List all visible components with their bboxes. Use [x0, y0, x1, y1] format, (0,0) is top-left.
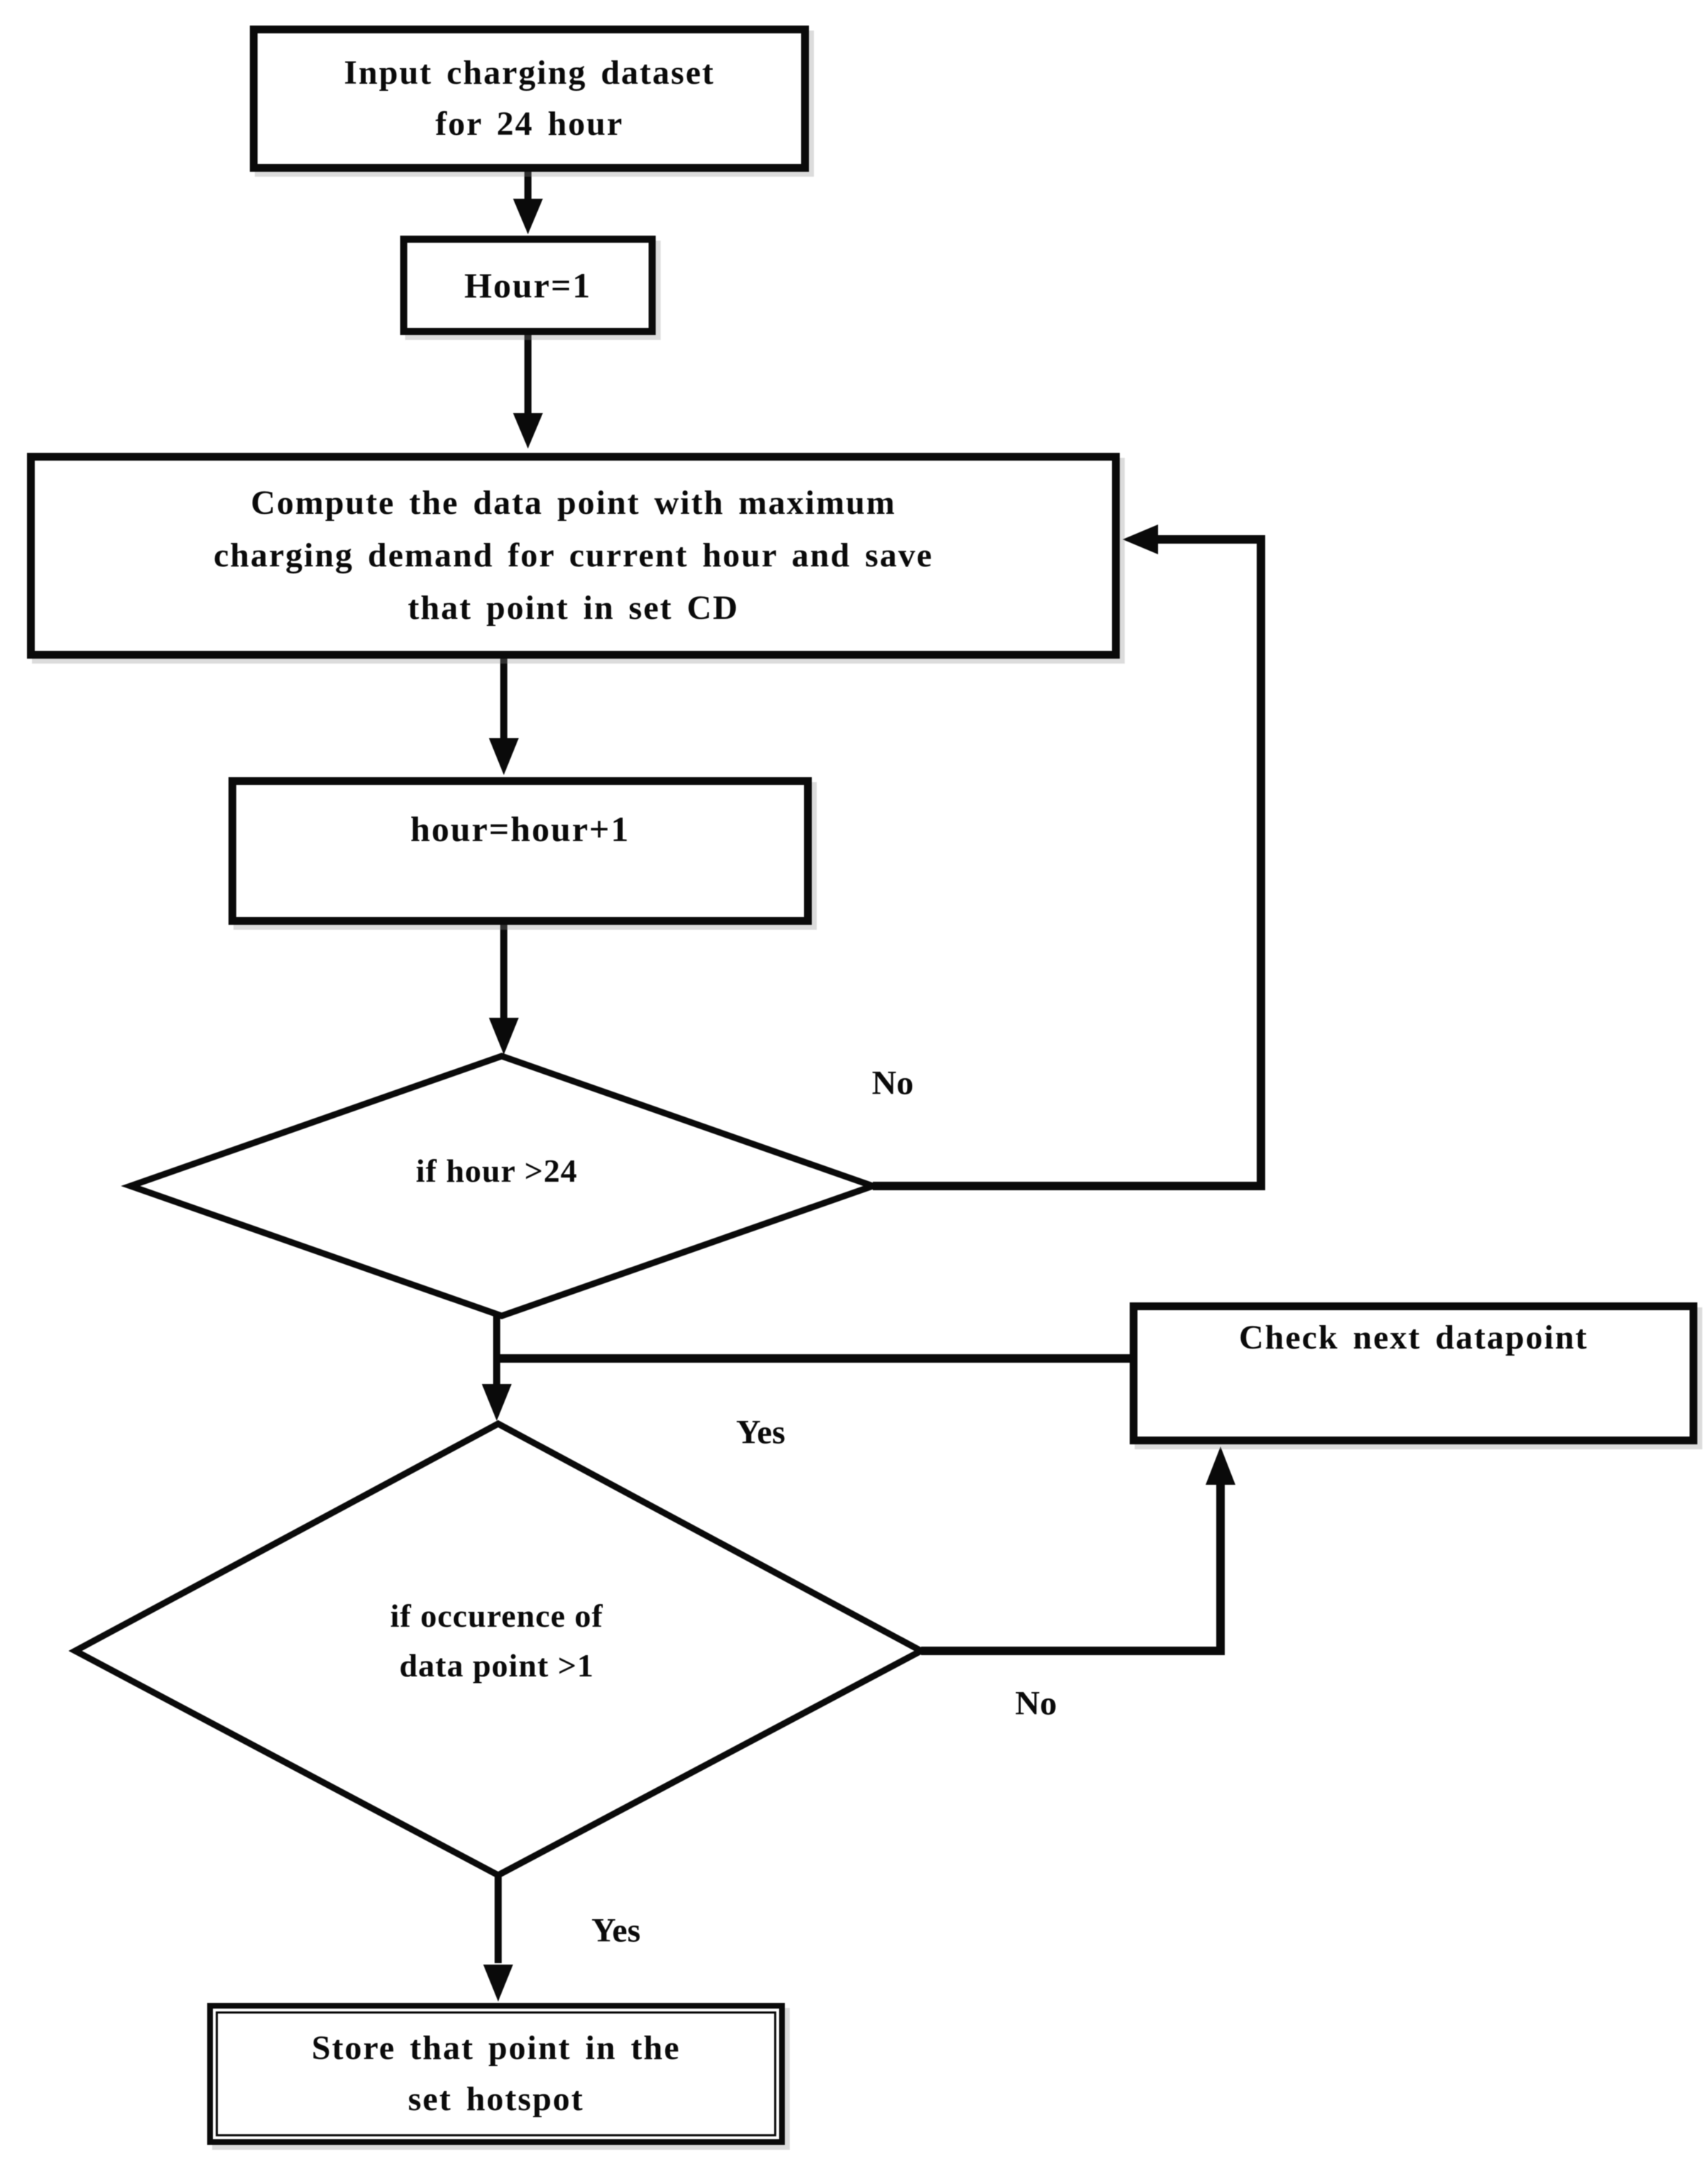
decision-text-line: data point >1 [399, 1647, 595, 1684]
arrowhead-into-increment [489, 738, 519, 775]
node-store-hotspot: Store that point in the set hotspot [207, 2003, 785, 2145]
decision-hour-shape [121, 1053, 883, 1319]
edge-no-loopback-to-compute [873, 535, 1265, 1190]
arrowhead-into-checknext [1206, 1446, 1235, 1485]
node-compute-max: Compute the data point with maximum char… [27, 453, 1120, 659]
node-text-line: set hotspot [407, 2080, 584, 2118]
decision-occurrence-shape [68, 1420, 928, 1879]
node-input-dataset: Input charging dataset for 24 hour [250, 26, 809, 172]
decision-occurrence-label: if occurence of data point >1 [390, 1591, 603, 1691]
node-text-line: Hour=1 [464, 265, 592, 305]
arrowhead-into-compute [513, 413, 543, 449]
edge-label-no-hour: No [871, 1064, 914, 1102]
node-text-line: for 24 hour [435, 105, 624, 143]
decision-text-line: if hour >24 [415, 1153, 578, 1189]
edge-label-no-occurrence: No [1015, 1684, 1057, 1723]
edge-no-to-checknext [921, 1483, 1225, 1655]
node-text-line: Check next datapoint [1238, 1319, 1589, 1356]
arrowhead-into-hourinit [513, 199, 543, 234]
arrowhead-into-compute-right [1123, 525, 1158, 554]
arrowhead-into-decisionhour [489, 1018, 519, 1055]
edge-label-yes-occurrence: Yes [591, 1911, 641, 1950]
node-check-next-datapoint: Check next datapoint [1130, 1302, 1697, 1444]
node-text-line: that point in set CD [407, 589, 739, 627]
decision-text-line: if occurence of [390, 1598, 604, 1634]
node-increment-hour: hour=hour+1 [228, 777, 812, 925]
node-text-line: Input charging dataset [343, 54, 715, 92]
arrowhead-into-store [483, 1965, 513, 2001]
arrowhead-into-decisionoccurrence [482, 1384, 512, 1421]
node-text-line: charging demand for current hour and sav… [213, 537, 934, 574]
node-hour-init: Hour=1 [400, 236, 656, 335]
decision-hour-label: if hour >24 [416, 1146, 578, 1196]
node-text-line: hour=hour+1 [410, 809, 630, 849]
node-text-line: Store that point in the [312, 2029, 681, 2067]
edge-label-yes-hour: Yes [736, 1413, 786, 1451]
node-text-line: Compute the data point with maximum [250, 484, 896, 522]
